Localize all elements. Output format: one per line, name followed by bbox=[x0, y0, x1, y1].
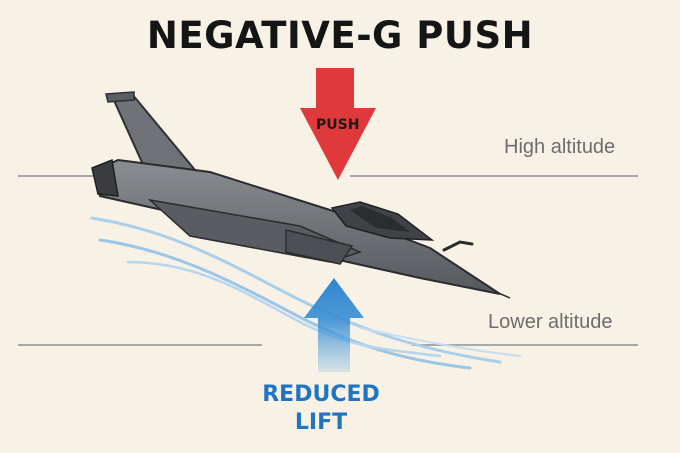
high-altitude-label: High altitude bbox=[504, 136, 616, 158]
low-altitude-label: Lower altitude bbox=[488, 311, 613, 333]
push-arrow-icon bbox=[300, 68, 376, 180]
reduced-lift-line1: REDUCED bbox=[262, 382, 380, 407]
fighter-jet-icon bbox=[91, 91, 511, 299]
airflow-lines bbox=[90, 216, 521, 370]
lift-arrow-icon bbox=[304, 278, 364, 372]
reduced-lift-line2: LIFT bbox=[294, 410, 348, 435]
push-label: PUSH bbox=[316, 117, 360, 133]
reduced-lift-label: REDUCED LIFT bbox=[256, 381, 386, 437]
diagram-title: NEGATIVE-G PUSH bbox=[146, 14, 534, 57]
